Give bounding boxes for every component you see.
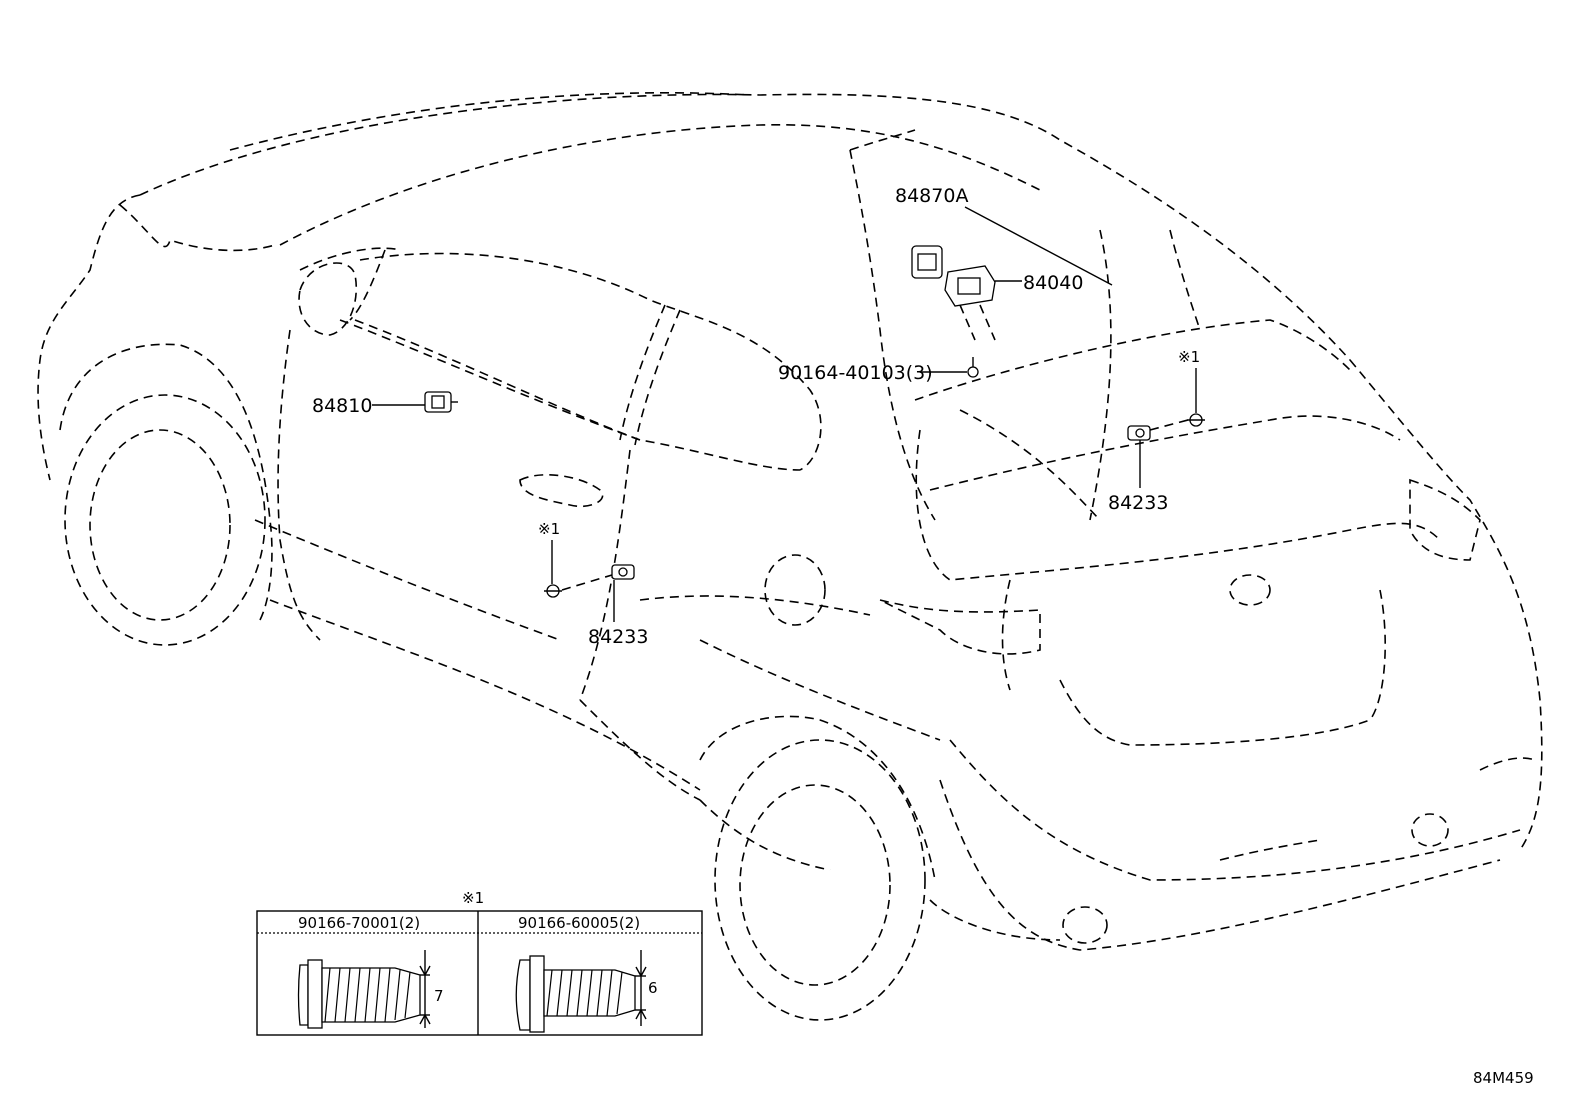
door-switch-left-part [611, 564, 635, 580]
fastener-inset-table: ※1 90166-70001(2) 90166-60005(2) 7 [256, 889, 703, 1036]
inset-note-mark: ※1 [462, 889, 484, 907]
figure-code: 84M459 [1473, 1069, 1534, 1087]
inset-dim-6: 6 [648, 979, 658, 997]
label-84233-right: 84233 [1108, 492, 1168, 514]
door-lock-switch-part [424, 391, 458, 413]
mirror-switch-part [911, 245, 943, 279]
screw-drawing-60005 [515, 950, 647, 1033]
clip-screw-left [544, 584, 562, 598]
switch-assy-part [944, 265, 996, 307]
fastener-guide-right [1149, 419, 1189, 431]
door-switch-right-part [1127, 425, 1151, 441]
inset-dim-7: 7 [434, 987, 444, 1005]
note-mark-left: ※1 [538, 520, 560, 538]
label-84810: 84810 [312, 395, 372, 417]
leader-84870A [964, 206, 1113, 286]
clip-screw-right [1187, 413, 1205, 427]
note-mark-right: ※1 [1178, 348, 1200, 366]
screw-drawing-70001 [297, 950, 431, 1029]
label-84233-left: 84233 [588, 626, 648, 648]
label-84870A: 84870A [895, 185, 968, 207]
inset-col1-header: 90166-70001(2) [298, 914, 420, 932]
vehicle-outline [37, 92, 1543, 1021]
screw-guide-lines [959, 304, 996, 341]
label-84040: 84040 [1023, 272, 1083, 294]
inset-col2-header: 90166-60005(2) [518, 914, 640, 932]
screw-part [967, 357, 979, 378]
label-90164-40103: 90164-40103(3) [778, 362, 933, 384]
fastener-guide-left [561, 574, 613, 591]
